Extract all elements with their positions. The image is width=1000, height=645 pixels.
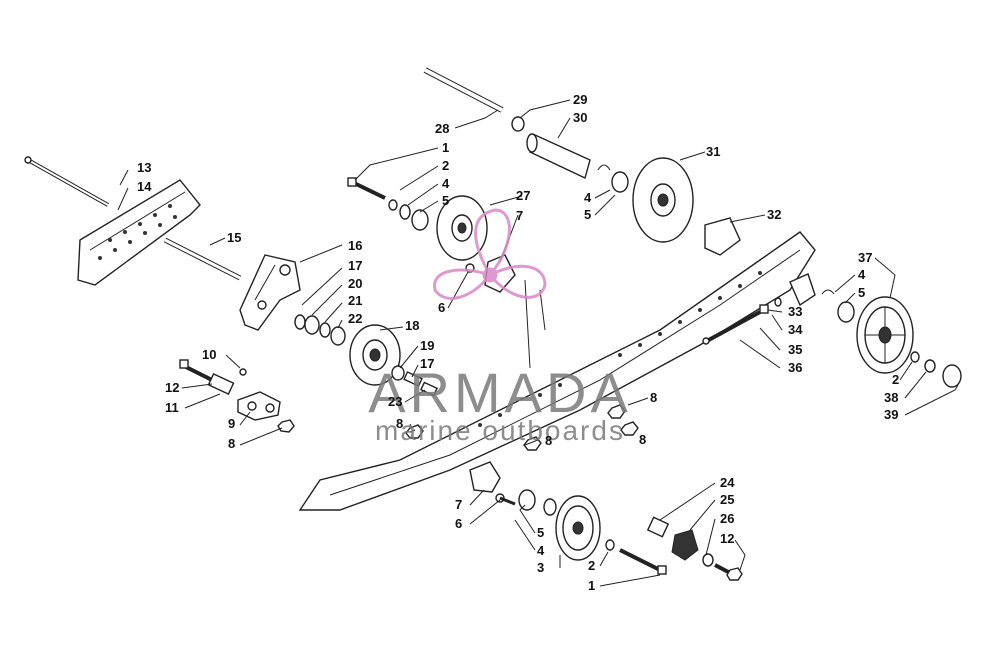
wheel-31 — [632, 157, 694, 243]
callout-7: 7 — [516, 208, 523, 223]
callout-labels: 13 14 15 16 17 20 21 22 18 19 17 23 10 1… — [137, 92, 899, 593]
callout-24: 24 — [720, 475, 735, 490]
callout-29: 29 — [573, 92, 587, 107]
callout-17: 17 — [348, 258, 362, 273]
callout-34: 34 — [788, 322, 803, 337]
callout-28: 28 — [435, 121, 449, 136]
callout-6: 6 — [438, 300, 445, 315]
callout-8-d: 8 — [545, 433, 552, 448]
callout-8-c: 8 — [639, 432, 646, 447]
callout-19: 19 — [420, 338, 434, 353]
callout-8-b: 8 — [650, 390, 657, 405]
rod-13 — [24, 156, 109, 207]
callout-13: 13 — [137, 160, 151, 175]
idler-wheel-18 — [349, 324, 401, 386]
arm-bracket-16 — [239, 254, 301, 331]
callout-5: 5 — [442, 193, 449, 208]
washer-stack-left — [294, 314, 346, 346]
right-hub-stack — [789, 273, 855, 323]
callout-1-b: 1 — [588, 578, 595, 593]
top-shaft-assembly — [423, 67, 629, 193]
callout-30: 30 — [573, 110, 587, 125]
callout-14: 14 — [137, 179, 152, 194]
callout-4-b: 4 — [584, 190, 592, 205]
callout-32: 32 — [767, 207, 781, 222]
callout-4-c: 4 — [858, 267, 866, 282]
callout-33: 33 — [788, 304, 802, 319]
callout-22: 22 — [348, 311, 362, 326]
callout-36: 36 — [788, 360, 802, 375]
callout-4: 4 — [442, 176, 450, 191]
callout-12-b: 12 — [720, 531, 734, 546]
rod-15 — [163, 237, 242, 281]
callout-38: 38 — [884, 390, 898, 405]
callout-1: 1 — [442, 140, 449, 155]
callout-31: 31 — [706, 144, 720, 159]
callout-5-d: 5 — [537, 525, 544, 540]
callout-2-b: 2 — [892, 372, 899, 387]
callout-17-b: 17 — [420, 356, 434, 371]
callout-8-e: 8 — [396, 416, 403, 431]
callout-11: 11 — [165, 400, 179, 415]
watermark-title: ARMADA — [368, 361, 632, 424]
callout-3: 3 — [537, 560, 544, 575]
callout-2: 2 — [442, 158, 449, 173]
callout-5-c: 5 — [858, 285, 865, 300]
bolt-assembly-left-lower — [179, 359, 295, 433]
watermark: ARMADA marine outboards — [368, 208, 632, 446]
callout-9: 9 — [228, 416, 235, 431]
hub-32 — [704, 217, 741, 256]
lower-bolt-stack — [605, 539, 667, 575]
lower-right-spacers — [646, 516, 743, 581]
callout-6-b: 6 — [455, 516, 462, 531]
callout-16: 16 — [348, 238, 362, 253]
callout-23: 23 — [388, 394, 402, 409]
center-top-bolt-stack — [347, 177, 429, 231]
lower-bracket — [469, 461, 516, 506]
callout-12: 12 — [165, 380, 179, 395]
wheel-37 — [856, 296, 914, 374]
propeller-icon — [433, 208, 547, 300]
hex-nuts-8 — [405, 404, 639, 451]
callout-27: 27 — [516, 188, 530, 203]
left-rail — [77, 179, 201, 286]
callout-37: 37 — [858, 250, 872, 265]
leader-lines — [117, 99, 959, 587]
wheel-cap-stack — [910, 351, 962, 388]
callout-7-b: 7 — [455, 497, 462, 512]
callout-15: 15 — [227, 230, 241, 245]
spacers-19-23 — [391, 365, 438, 397]
callout-20: 20 — [348, 276, 362, 291]
callout-26: 26 — [720, 511, 734, 526]
callout-10: 10 — [202, 347, 216, 362]
callout-4-d: 4 — [537, 543, 545, 558]
callout-39: 39 — [884, 407, 898, 422]
callout-2-c: 2 — [588, 558, 595, 573]
callout-35: 35 — [788, 342, 802, 357]
callout-25: 25 — [720, 492, 734, 507]
bolt-36-stack — [702, 297, 782, 345]
watermark-subtitle: marine outboards — [375, 415, 625, 446]
lower-wheel-3 — [518, 489, 601, 561]
callout-5-b: 5 — [584, 207, 591, 222]
callout-18: 18 — [405, 318, 419, 333]
callout-21: 21 — [348, 293, 362, 308]
main-rail-right — [298, 231, 816, 511]
callout-8: 8 — [228, 436, 235, 451]
wheel-27 — [436, 195, 488, 261]
